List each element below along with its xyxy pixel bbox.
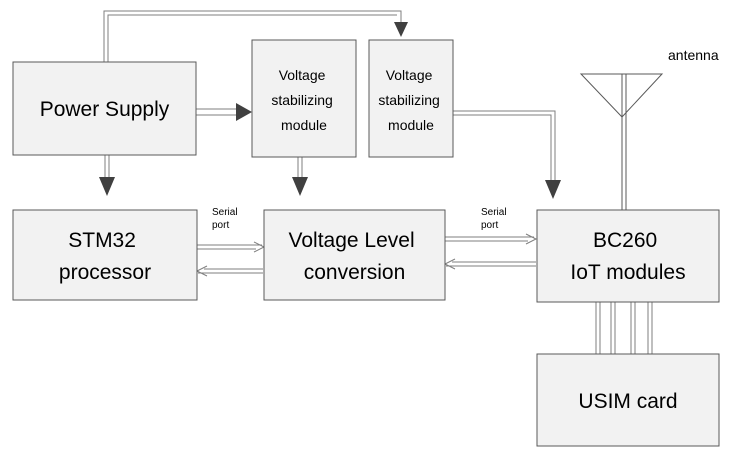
voltage-stabilizing-module-2-block: Voltage stabilizing module bbox=[368, 39, 454, 158]
bc260-to-vlc-line bbox=[443, 258, 536, 270]
power-to-vs2-connector bbox=[103, 10, 408, 62]
usim-card-label: USIM card bbox=[578, 390, 677, 413]
usim-card-block: USIM card bbox=[536, 353, 720, 447]
vs2-line-2: stabilizing bbox=[378, 92, 439, 108]
bc260-line-2: IoT modules bbox=[570, 261, 685, 284]
bc260-line-1: BC260 bbox=[593, 229, 657, 252]
power-to-stm32-connector bbox=[99, 155, 115, 196]
svg-text:Voltage stabilizing: Voltage stabilizing module bbox=[378, 67, 443, 133]
bc260-to-usim-bus bbox=[595, 302, 653, 354]
vs2-line-1: Voltage bbox=[386, 67, 433, 83]
serial-port-label-1-line-2: port bbox=[212, 220, 229, 231]
vlc-to-bc260-serial-line bbox=[444, 233, 538, 245]
power-to-vs1-connector bbox=[196, 103, 252, 121]
svg-text:STM32 processor: STM32 processor bbox=[59, 229, 151, 284]
stm32-line-2: processor bbox=[59, 261, 151, 284]
serial-port-label-1-line-1: Serial bbox=[212, 207, 238, 218]
serial-port-label-2-line-1: Serial bbox=[481, 207, 507, 218]
antenna-icon bbox=[579, 73, 664, 210]
voltage-stabilizing-module-1-block: Voltage stabilizing module bbox=[251, 39, 357, 158]
svg-text:Voltage Level conversion: Voltage Level conversion bbox=[289, 229, 421, 284]
svg-text:Voltage stabilizing: Voltage stabilizing module bbox=[271, 67, 336, 133]
power-supply-block: Power Supply bbox=[12, 61, 197, 156]
bc260-iot-modules-block: BC260 IoT modules bbox=[536, 209, 720, 303]
serial-port-label-1: Serial port bbox=[212, 207, 240, 231]
vlc-line-2: conversion bbox=[304, 261, 406, 284]
vs1-to-vlc-connector bbox=[292, 157, 308, 196]
serial-port-label-2: Serial port bbox=[481, 207, 509, 231]
svg-text:BC260 IoT modules: BC260 IoT modules bbox=[570, 229, 685, 284]
vlc-line-1: Voltage Level bbox=[289, 229, 415, 252]
vs1-line-1: Voltage bbox=[279, 67, 326, 83]
stm32-line-1: STM32 bbox=[68, 229, 136, 252]
vs2-line-3: module bbox=[388, 117, 434, 133]
voltage-level-conversion-block: Voltage Level conversion bbox=[263, 209, 446, 301]
vs1-line-2: stabilizing bbox=[271, 92, 332, 108]
vs2-to-bc260-connector bbox=[453, 110, 561, 199]
stm32-to-vlc-serial-line bbox=[197, 241, 266, 253]
vs1-line-3: module bbox=[281, 117, 327, 133]
vlc-to-stm32-line bbox=[195, 265, 263, 277]
serial-port-label-2-line-2: port bbox=[481, 220, 498, 231]
power-supply-label: Power Supply bbox=[40, 98, 170, 121]
stm32-processor-block: STM32 processor bbox=[12, 209, 198, 301]
antenna-label: antenna bbox=[668, 47, 719, 63]
